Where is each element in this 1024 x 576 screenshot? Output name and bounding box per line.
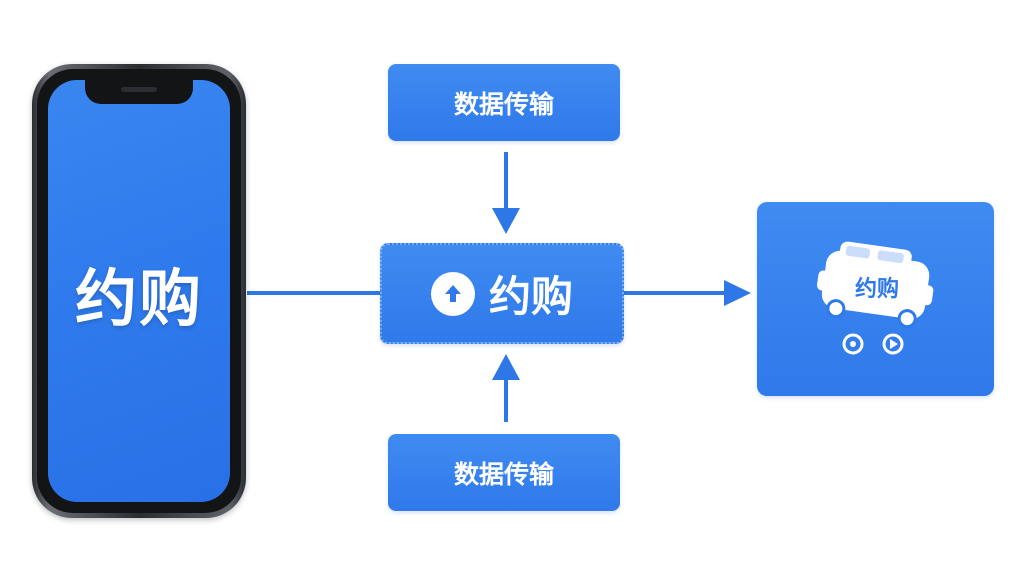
shopping-cart-icon: 约购 xyxy=(816,241,933,355)
central-app-label: 约购 xyxy=(488,272,573,321)
smartphone: 约购 xyxy=(32,64,246,518)
phone-app-logo: 约购 xyxy=(74,262,203,335)
bottom-arrowhead xyxy=(492,354,520,380)
phone-bezel: 约购 xyxy=(37,69,241,513)
data-transfer-label-top: 数据传输 xyxy=(453,89,554,119)
cart-label: 约购 xyxy=(854,276,898,302)
data-transfer-box-bottom: 数据传输 xyxy=(388,434,620,511)
data-transfer-label-bottom: 数据传输 xyxy=(453,459,554,489)
phone-notch xyxy=(85,80,193,104)
shopping-cart-node: 约购 xyxy=(757,202,994,396)
arrow-up-circle-icon xyxy=(430,271,475,316)
top-arrowhead xyxy=(492,208,520,234)
data-transfer-box-top: 数据传输 xyxy=(388,64,620,141)
right-arrowhead xyxy=(724,280,751,306)
central-app-node: 约购 xyxy=(380,243,624,344)
phone-speaker xyxy=(121,87,157,92)
phone-screen: 约购 xyxy=(48,80,230,502)
